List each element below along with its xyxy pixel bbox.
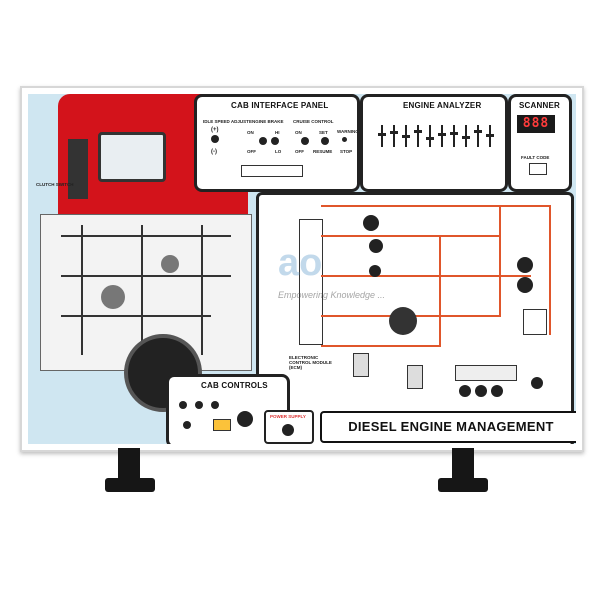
cab-control-key[interactable] [213, 419, 231, 431]
engine-brake-on-label: ON [247, 130, 254, 135]
engine-analyzer-title: ENGINE ANALYZER [403, 101, 482, 110]
cruise-set-resume-switch[interactable] [321, 137, 329, 145]
warning-label: WARNING [337, 129, 359, 134]
pedal-1[interactable] [353, 353, 369, 377]
cab-interface-panel-title: CAB INTERFACE PANEL [231, 101, 329, 110]
engine-brake-level-switch[interactable] [271, 137, 279, 145]
cruise-on-off-switch[interactable] [301, 137, 309, 145]
engine-brake-off-label: OFF [247, 149, 256, 154]
idle-plus-label: (+) [211, 127, 219, 133]
scanner-display: 888 [517, 115, 555, 133]
cab-control-switch-3[interactable] [211, 401, 219, 409]
cab-control-jack[interactable] [183, 421, 191, 429]
scanner-title: SCANNER [519, 101, 560, 110]
cab-controls-title: CAB CONTROLS [201, 381, 268, 390]
ecm-module [299, 219, 323, 345]
cam-sensor-wheel[interactable] [517, 277, 533, 293]
injector-3[interactable] [491, 385, 503, 397]
cruise-resume-label: RESUME [313, 149, 333, 154]
injector-2[interactable] [475, 385, 487, 397]
ecm-label: ELECTRONIC CONTROL MODULE (ECM) [289, 355, 332, 370]
cruise-set-label: SET [319, 130, 328, 135]
scanner-panel: SCANNER 888 FAULT CODE [508, 94, 572, 192]
ignition-switch[interactable] [237, 411, 253, 427]
watermark-tagline: Empowering Knowledge ... [278, 290, 386, 300]
cruise-off-label: OFF [295, 149, 304, 154]
idle-minus-label: (-) [211, 149, 217, 155]
schematic-panel: ELECTRONIC CONTROL MODULE (ECM) [256, 192, 574, 444]
cab-interface-connector[interactable] [241, 165, 303, 177]
stand-right-foot [438, 478, 488, 492]
engine-brake-lo-label: LO [275, 149, 282, 154]
idle-speed-switch[interactable] [211, 135, 219, 143]
cab-control-switch-1[interactable] [179, 401, 187, 409]
sensor-knob-1[interactable] [363, 215, 379, 231]
power-supply-label: POWER SUPPLY [270, 414, 306, 419]
trainer-board: CLUTCH SWITCH CAB INTERFACE PANEL IDLE S… [20, 86, 584, 452]
board-face: CLUTCH SWITCH CAB INTERFACE PANEL IDLE S… [28, 94, 576, 444]
truck-window [98, 132, 166, 182]
cab-interface-panel: CAB INTERFACE PANEL IDLE SPEED ADJUST (+… [194, 94, 360, 192]
power-switch[interactable] [282, 424, 294, 436]
trainer-title: DIESEL ENGINE MANAGEMENT TRAINER [320, 411, 576, 443]
cab-control-switch-2[interactable] [195, 401, 203, 409]
warning-lamp [342, 137, 347, 142]
throttle-dial[interactable] [389, 307, 417, 335]
cruise-on-label: ON [295, 130, 302, 135]
sensor-knob-3[interactable] [369, 265, 381, 277]
idle-speed-adjust-label: IDLE SPEED ADJUST [203, 119, 249, 124]
stop-label: STOP [340, 149, 353, 154]
fault-code-button[interactable] [529, 163, 547, 175]
power-supply-panel: POWER SUPPLY [264, 410, 314, 444]
cab-controls-panel: CAB CONTROLS [166, 374, 290, 444]
clutch-switch-label: CLUTCH SWITCH [36, 182, 74, 187]
stand-left-foot [105, 478, 155, 492]
cruise-control-label: CRUISE CONTROL [293, 119, 334, 124]
engine-illustration [40, 214, 252, 371]
engine-brake-label: ENGINE BRAKE [249, 119, 284, 124]
actuator-module [523, 309, 547, 335]
fault-code-label: FAULT CODE [521, 155, 550, 160]
sensor-knob-2[interactable] [369, 239, 383, 253]
truck-mirror [68, 139, 88, 199]
engine-brake-switch[interactable] [259, 137, 267, 145]
injector-1[interactable] [459, 385, 471, 397]
pedal-2[interactable] [407, 365, 423, 389]
watermark-logo: ao [278, 242, 323, 284]
crank-sensor-wheel[interactable] [517, 257, 533, 273]
engine-analyzer-panel: ENGINE ANALYZER [360, 94, 508, 192]
engine-brake-hi-label: HI [275, 130, 280, 135]
injector-bank [455, 365, 517, 381]
engine-speed-knob[interactable] [531, 377, 543, 389]
